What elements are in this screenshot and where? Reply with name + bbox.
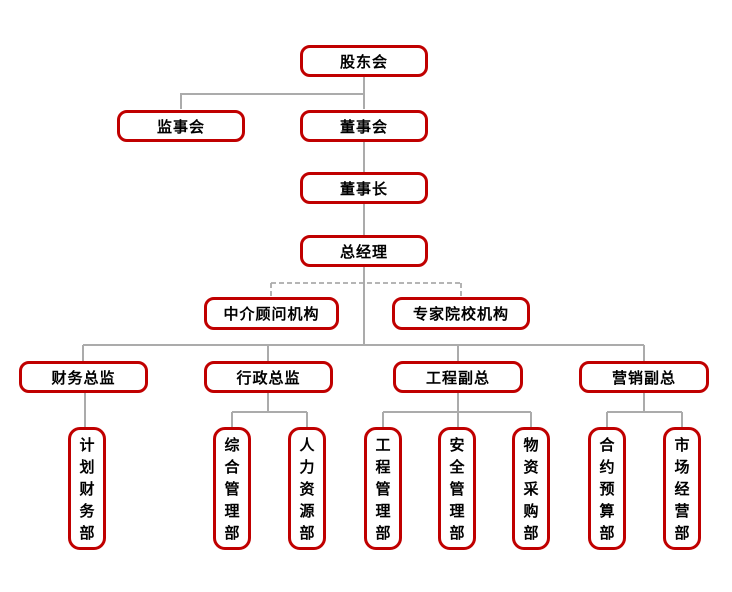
node-hr-dept: 人力资源部 [288,427,326,550]
node-safety-mgmt-dept: 安全管理部 [438,427,476,550]
node-finance-director: 财务总监 [19,361,148,393]
node-market-operation-dept: 市场经营部 [663,427,701,550]
node-general-mgmt-dept: 综合管理部 [213,427,251,550]
node-intermediary-advisory: 中介顾问机构 [204,297,339,330]
node-engineering-vp: 工程副总 [393,361,523,393]
node-supervisory-board: 监事会 [117,110,245,142]
node-planning-finance-dept: 计划财务部 [68,427,106,550]
node-shareholders-meeting: 股东会 [300,45,428,77]
node-general-manager: 总经理 [300,235,428,267]
node-contract-budget-dept: 合约预算部 [588,427,626,550]
node-chairman: 董事长 [300,172,428,204]
node-material-procurement-dept: 物资采购部 [512,427,550,550]
node-board-of-directors: 董事会 [300,110,428,142]
node-admin-director: 行政总监 [204,361,333,393]
edge-shareholders-supervisory [180,93,364,109]
node-engineering-mgmt-dept: 工程管理部 [364,427,402,550]
node-expert-institutions: 专家院校机构 [392,297,530,330]
node-marketing-vp: 营销副总 [579,361,709,393]
